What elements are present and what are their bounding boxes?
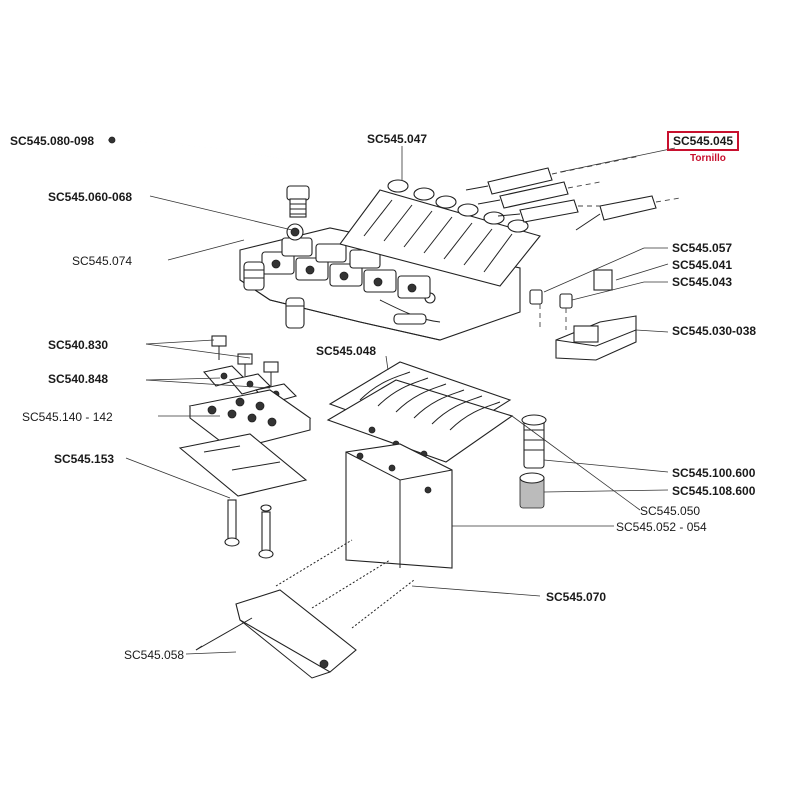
label-nut-base: SC545.140 - 142 xyxy=(22,410,113,424)
springs-part xyxy=(275,539,415,629)
highlighted-part-sublabel: Tornillo xyxy=(690,153,726,164)
tremolo-arm-part xyxy=(108,136,310,218)
spring-claw-part xyxy=(195,589,357,679)
label-screw-a: SC545.057 xyxy=(672,241,733,255)
label-nut-cap: SC540.848 xyxy=(48,372,109,386)
label-fine-tuner: SC545.030-038 xyxy=(672,324,757,338)
label-springs: SC545.070 xyxy=(546,590,607,604)
tornillo-screws-part xyxy=(465,155,681,231)
label-block-plate: SC545.050 xyxy=(640,504,701,518)
sustain-shim-part xyxy=(326,361,514,463)
label-stud-insert: SC545.108.600 xyxy=(672,484,756,498)
highlighted-part-label: SC545.045 xyxy=(667,131,740,151)
fine-tuner-block-part xyxy=(529,269,637,361)
label-tremolo-arm: SC545.080-098 xyxy=(10,134,95,148)
nut-screws-part xyxy=(224,499,274,559)
label-saddle-plate: SC545.047 xyxy=(367,132,428,146)
label-screw-b: SC545.043 xyxy=(672,275,733,289)
label-stud: SC545.100.600 xyxy=(672,466,756,480)
label-arm-nut: SC545.074 xyxy=(72,254,133,268)
label-arm-bushing: SC545.060-068 xyxy=(48,190,133,204)
leader-lines xyxy=(108,139,676,655)
label-sustain-shim: SC545.048 xyxy=(316,344,377,358)
locking-nut-part xyxy=(178,335,312,497)
label-claw: SC545.058 xyxy=(124,648,185,662)
label-nut-screw: SC540.830 xyxy=(48,338,109,352)
label-block-a: SC545.041 xyxy=(672,258,733,272)
pivot-studs-part xyxy=(519,414,547,509)
fine-tuner-plate-part xyxy=(339,179,541,287)
label-block: SC545.052 - 054 xyxy=(616,520,707,534)
label-nut-shim: SC545.153 xyxy=(54,452,115,466)
sustain-block-part xyxy=(345,443,453,569)
